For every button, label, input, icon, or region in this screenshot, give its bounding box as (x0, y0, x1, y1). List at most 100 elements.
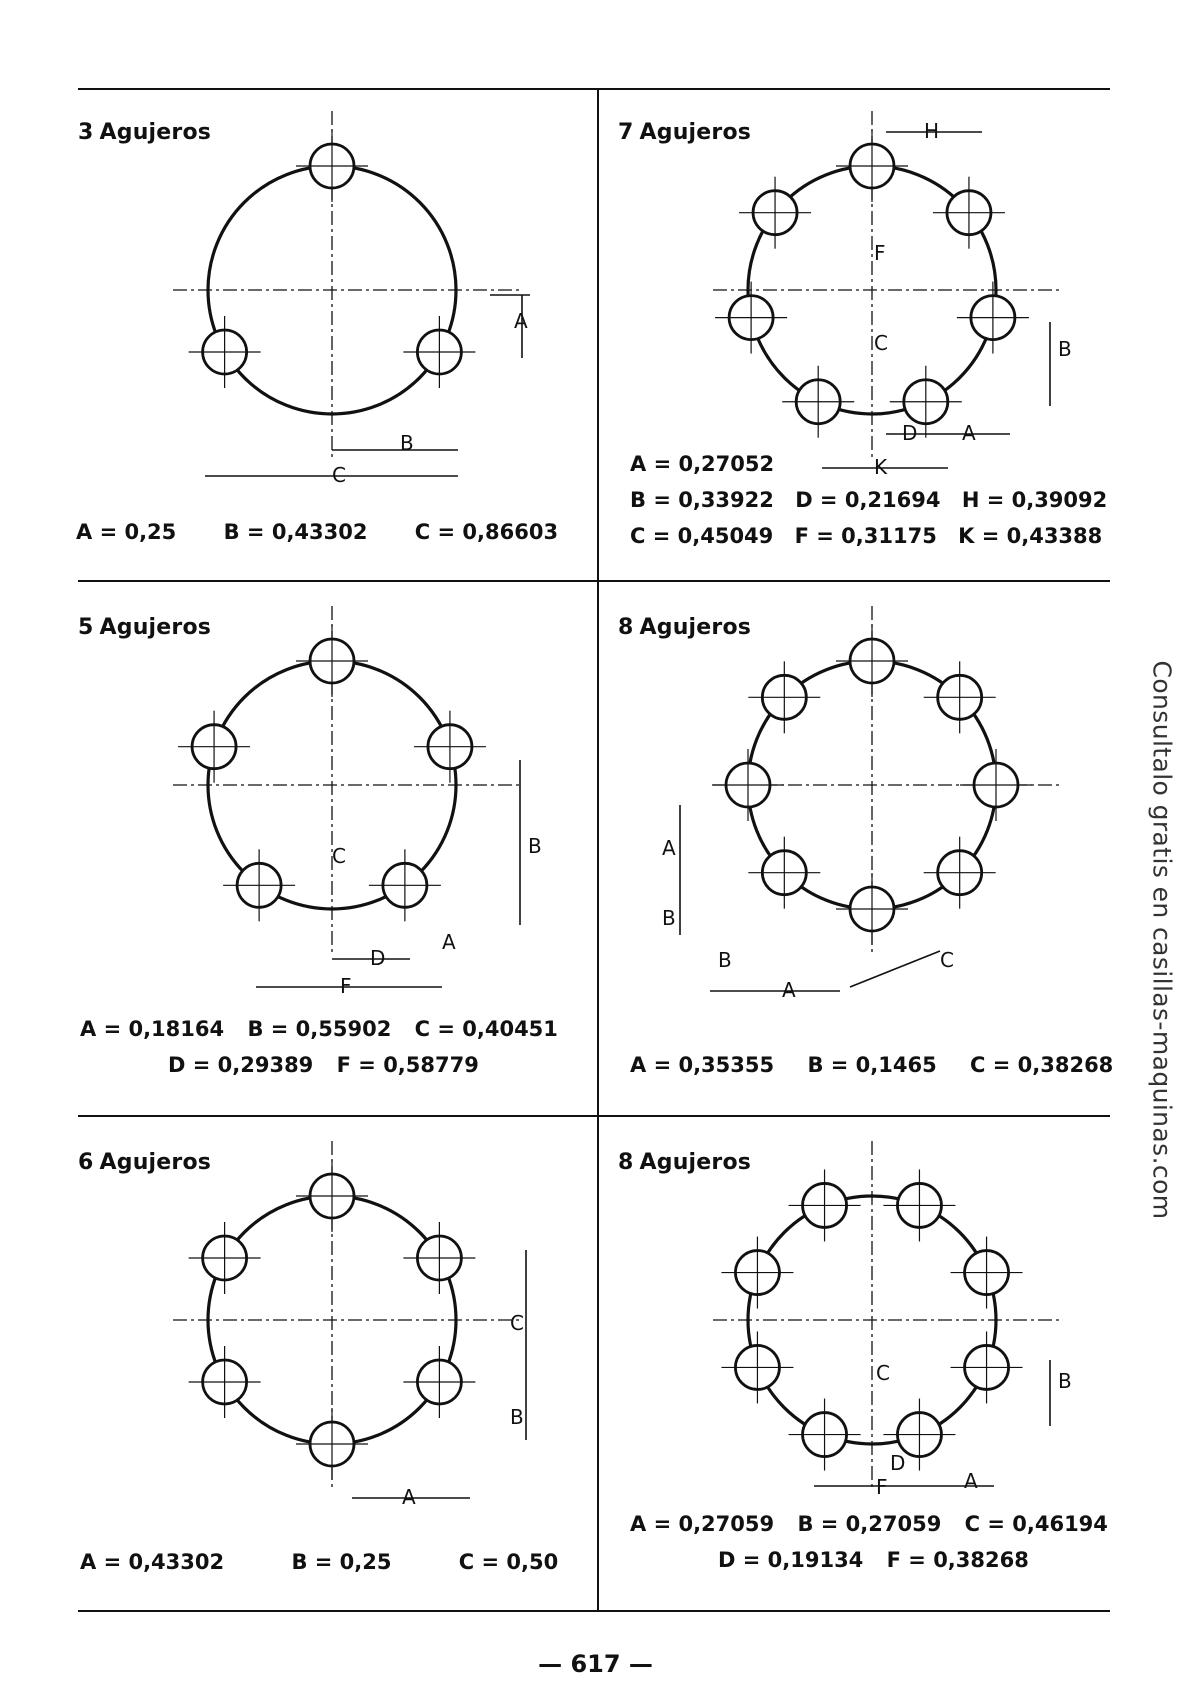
panel-title-number: 8 (618, 1150, 634, 1175)
formula-b: B = 0,25 (291, 1550, 392, 1574)
formula-b: B = 0,43302 (223, 520, 368, 544)
panel-title-number: 6 (78, 1150, 94, 1175)
formula-c: C = 0,45049 (630, 524, 774, 548)
panel-title-label: Agujeros (99, 120, 212, 145)
diagram-svg: A B C D F (713, 1141, 1072, 1499)
formula-b: B = 0,55902 (247, 1017, 392, 1041)
dim-label-a-horizontal: A (782, 978, 796, 1002)
dim-label-b: B (1058, 1369, 1072, 1393)
dim-label-a: A (964, 1469, 978, 1493)
dim-label-d: D (890, 1451, 905, 1475)
formula-d: D = 0,29389 (168, 1053, 314, 1077)
dim-label-d: D (370, 946, 385, 970)
dim-label-a: A (514, 309, 528, 333)
formula-b: B = 0,27059 (797, 1512, 942, 1536)
bolt-circle-diagram: A B B A C (610, 595, 1148, 1015)
dim-label-c: C (876, 1361, 890, 1385)
dim-label-b: B (1058, 337, 1072, 361)
dim-label-b: B (400, 431, 414, 455)
dim-label-c: C (940, 948, 954, 972)
formula-a: A = 0,27059 (630, 1512, 775, 1536)
diagram-svg: A B B A C (662, 606, 1061, 1002)
dim-label-c: C (874, 331, 888, 355)
formula-line-3: C = 0,45049 F = 0,31175 K = 0,43388 (630, 524, 1102, 548)
formula-line-2: B = 0,33922 D = 0,21694 H = 0,39092 (630, 488, 1107, 512)
bolt-circle-diagram: A B C (70, 1130, 608, 1550)
row-divider-1 (78, 580, 1110, 582)
watermark: Consultalo gratis en casillas-maquinas.c… (1147, 660, 1177, 1220)
dim-label-b: B (510, 1405, 524, 1429)
formula-line-1: A = 0,43302 B = 0,25 C = 0,50 (80, 1550, 558, 1574)
diagram-svg: A B C D F (173, 606, 542, 998)
bolt-circle-diagram: A B C D F (70, 595, 608, 1015)
formula-c: C = 0,46194 (964, 1512, 1108, 1536)
panel-title-label: Agujeros (99, 615, 212, 640)
formula-c: C = 0,38268 (970, 1053, 1114, 1077)
formula-line-1: A = 0,27052 (630, 452, 774, 476)
panel-title-number: 7 (618, 120, 634, 145)
panel-title-number: 3 (78, 120, 94, 145)
formula-a: A = 0,18164 (80, 1017, 225, 1041)
bolt-circle-diagram: A B C (70, 100, 608, 520)
dim-label-f: F (876, 1475, 888, 1499)
dim-label-c: C (510, 1311, 524, 1335)
dim-label-a: A (442, 930, 456, 954)
formula-f: F = 0,58779 (336, 1053, 479, 1077)
dim-line-c (849, 950, 941, 988)
formula-f: F = 0,38268 (886, 1548, 1029, 1572)
bolt-circle-diagram: A B C D F (610, 1130, 1148, 1550)
formula-h: H = 0,39092 (961, 488, 1108, 512)
dim-label-a: A (962, 421, 976, 445)
formula-a: A = 0,25 (76, 520, 177, 544)
formula-a: A = 0,43302 (80, 1550, 225, 1574)
formula-c: C = 0,50 (458, 1550, 559, 1574)
formula-b: B = 0,1465 (807, 1053, 937, 1077)
column-divider (597, 88, 599, 1612)
formula-line-1: A = 0,25 B = 0,43302 C = 0,86603 (76, 520, 558, 544)
panel-title-label: Agujeros (99, 1150, 212, 1175)
formula-a: A = 0,35355 (630, 1053, 775, 1077)
panel-title-label: Agujeros (639, 615, 752, 640)
dim-label-a-vertical: A (662, 836, 676, 860)
formula-c: C = 0,40451 (414, 1017, 558, 1041)
diagram-svg: A B C D F H K (713, 111, 1072, 479)
dim-label-b-horizontal: B (718, 948, 732, 972)
dim-label-f: F (340, 974, 352, 998)
bottom-rule (78, 1610, 1110, 1612)
bolt-circle-diagram: A B C D F H K (610, 100, 1148, 520)
formula-d: D = 0,19134 (718, 1548, 864, 1572)
dim-label-f: F (874, 241, 886, 265)
dim-label-k: K (874, 455, 888, 479)
dim-label-c: C (332, 844, 346, 868)
formula-line-2: D = 0,29389 F = 0,58779 (168, 1053, 479, 1077)
formula-line-1: A = 0,35355 B = 0,1465 C = 0,38268 (630, 1053, 1113, 1077)
dim-label-b: B (528, 834, 542, 858)
diagram-svg: A B C (173, 111, 530, 487)
formula-line-2: D = 0,19134 F = 0,38268 (718, 1548, 1029, 1572)
formula-line-1: A = 0,27059 B = 0,27059 C = 0,46194 (630, 1512, 1108, 1536)
row-divider-2 (78, 1115, 1110, 1117)
formula-d: D = 0,21694 (795, 488, 941, 512)
panel-title-label: Agujeros (639, 120, 752, 145)
formula-b: B = 0,33922 (630, 488, 774, 512)
formula-line-1: A = 0,18164 B = 0,55902 C = 0,40451 (80, 1017, 558, 1041)
formula-a: A = 0,27052 (630, 452, 775, 476)
formula-c: C = 0,86603 (414, 520, 559, 544)
dim-label-d: D (902, 421, 917, 445)
panel-title-label: Agujeros (639, 1150, 752, 1175)
formula-f: F = 0,31175 (794, 524, 937, 548)
page-number: — 617 — (538, 1650, 653, 1678)
top-rule (78, 88, 1110, 90)
